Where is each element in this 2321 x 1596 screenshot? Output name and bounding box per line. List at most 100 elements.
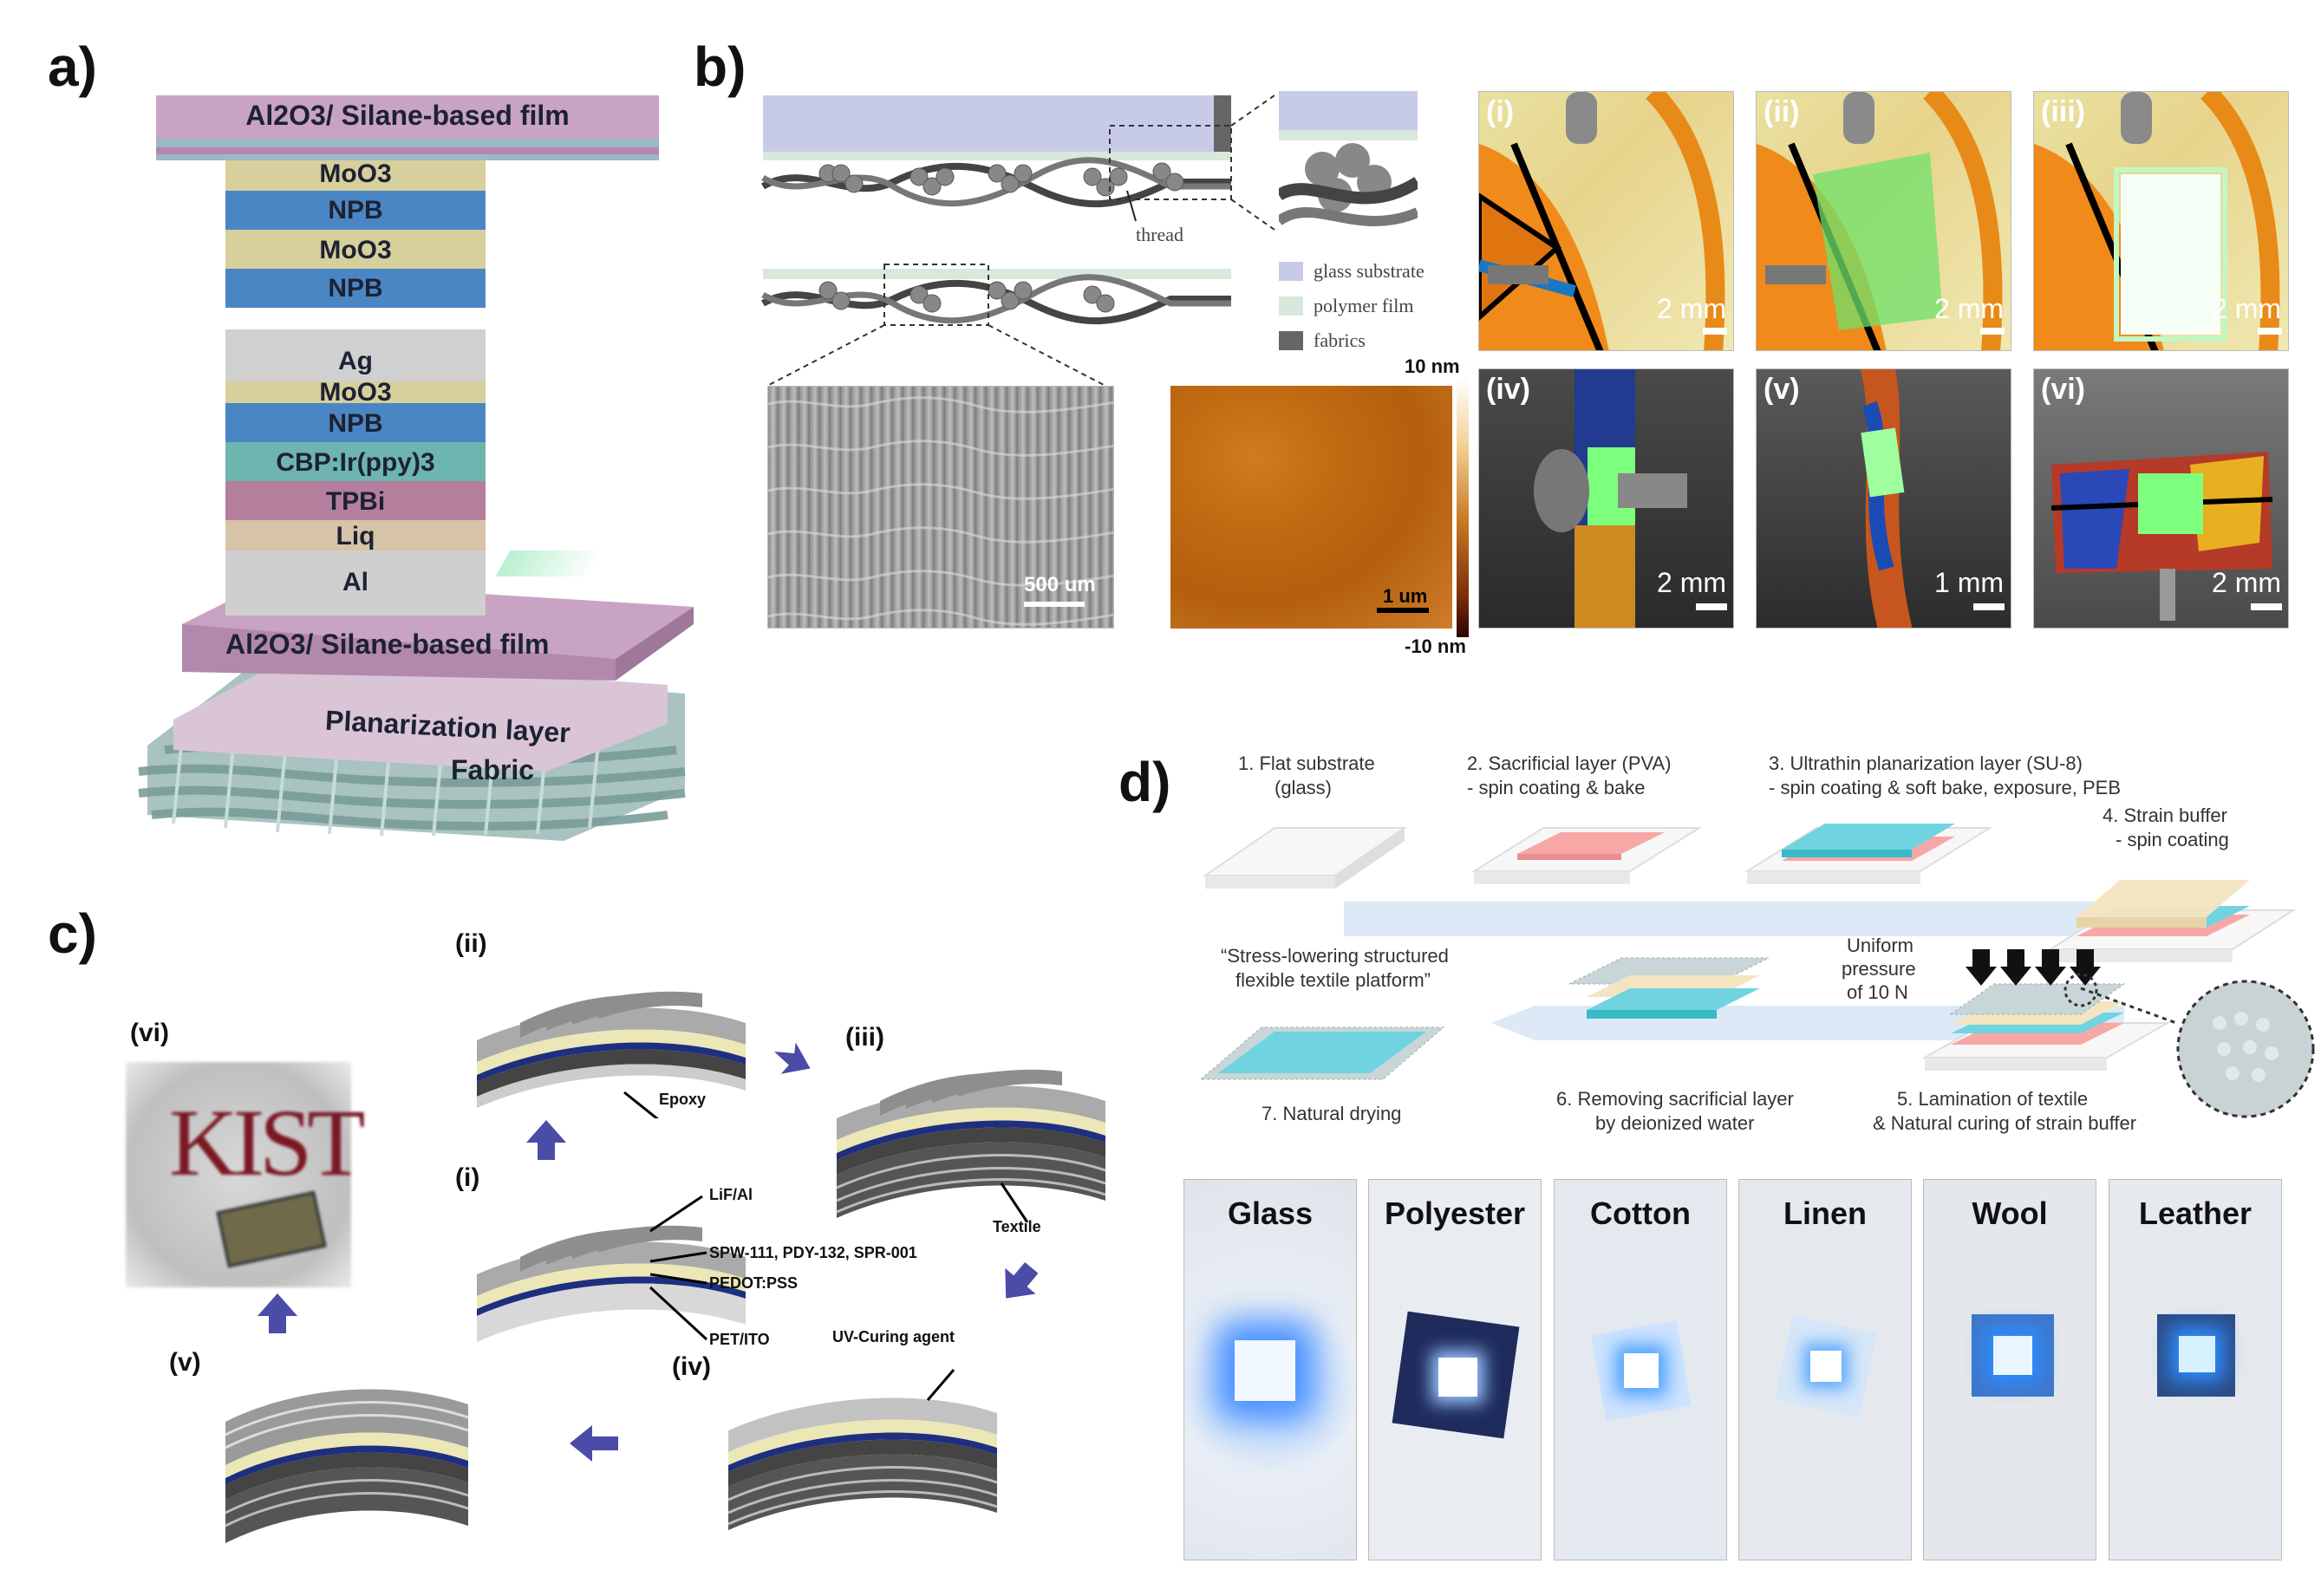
step1-sub: (glass)	[1275, 777, 1333, 798]
photo-ii-tag: (ii)	[1764, 95, 1800, 128]
photo-i-scale: 2 mm	[1657, 293, 1726, 324]
material-label-wool: Wool	[1972, 1195, 2048, 1231]
device-stack-iii	[836, 1069, 1106, 1222]
material-photo-cotton: Cotton	[1554, 1179, 1727, 1560]
layer-npb-1: NPB	[328, 196, 383, 225]
plate-step6	[1568, 957, 1770, 1019]
step-iv-tag: (iv)	[672, 1352, 711, 1381]
step5-title: 5. Lamination of textile	[1897, 1088, 2089, 1110]
photo-i: (i) 2 mm	[1478, 91, 1734, 351]
thread-zoom-inset	[1279, 91, 1418, 226]
zoom-lines	[766, 94, 1275, 387]
material-photo-linen: Linen	[1738, 1179, 1912, 1560]
step2-title: 2. Sacrificial layer (PVA)	[1467, 752, 1672, 774]
panel-c-label: c)	[48, 902, 97, 965]
step3-title: 3. Ultrathin planarization layer (SU-8)	[1769, 752, 2083, 774]
layer-tpbi: TPBi	[325, 487, 386, 516]
callout-pedot: PEDOT:PSS	[709, 1274, 799, 1292]
photo-iii-scalebar	[2258, 328, 2282, 335]
afm-scale-label: 1 um	[1383, 585, 1428, 607]
photo-ii: (ii) 2 mm	[1756, 91, 2011, 351]
material-label-linen: Linen	[1783, 1195, 1867, 1231]
device-stack-ii	[477, 991, 746, 1118]
callout-lines-i	[649, 1195, 708, 1341]
kist-logo-text: KIST	[169, 1090, 365, 1195]
photo-vi-tag: (vi)	[2041, 373, 2085, 406]
photo-ii-scalebar	[1980, 328, 2005, 335]
layer-fabric: Fabric	[451, 754, 535, 785]
photo-v: (v) 1 mm	[1756, 368, 2011, 629]
plate-step5	[1921, 983, 2171, 1071]
pressure-line2: pressure	[1842, 958, 1916, 980]
pressure-line3: of 10 N	[1847, 981, 1908, 1003]
plate-step3	[1744, 824, 1993, 884]
photo-iii-scale: 2 mm	[2212, 293, 2281, 324]
photo-iv-tag: (iv)	[1486, 373, 1530, 406]
zoom-circle	[2063, 973, 2315, 1118]
led-glass	[1235, 1340, 1295, 1401]
arrow-down-iv	[1005, 1261, 1039, 1299]
afm-colorbar	[1457, 377, 1469, 637]
layer-moo3-2: MoO3	[319, 236, 392, 264]
arrow-right-iii	[773, 1042, 811, 1074]
legend-label-glass: glass substrate	[1314, 260, 1425, 282]
kist-device	[216, 1190, 327, 1268]
legend-label-fabrics: fabrics	[1314, 329, 1366, 351]
layer-bottom-barrier: Al2O3/ Silane-based film	[225, 629, 550, 660]
photo-v-scale: 1 mm	[1934, 567, 2004, 598]
device-stack-v	[225, 1389, 469, 1543]
step3-sub: - spin coating & soft bake, exposure, PE…	[1769, 777, 2122, 798]
plate-step4	[2047, 880, 2297, 962]
photo-iv-scalebar	[1696, 603, 1727, 610]
photo-i-tag: (i)	[1486, 95, 1515, 128]
platform-quote-line1: “Stress-lowering structured	[1221, 945, 1449, 967]
layer-moo3-1: MoO3	[319, 160, 392, 188]
step7-title: 7. Natural drying	[1262, 1103, 1402, 1124]
step4-sub: - spin coating	[2116, 829, 2229, 850]
step-i-tag: (i)	[455, 1163, 480, 1192]
photo-iv-scale: 2 mm	[1657, 567, 1726, 598]
callout-spw: SPW-111, PDY-132, SPR-001	[709, 1244, 917, 1261]
photo-iii: (iii) 2 mm	[2033, 91, 2289, 351]
legend-label-polymer: polymer film	[1314, 295, 1414, 316]
layer-al: Al	[342, 568, 368, 596]
layer-ag: Ag	[338, 347, 373, 375]
layer-npb-2: NPB	[328, 274, 383, 303]
fabric-glass-schematic	[760, 95, 1232, 326]
arrow-left-v	[570, 1425, 618, 1462]
step-ii-tag: (ii)	[455, 929, 487, 958]
layer-cbp: CBP:Ir(ppy)3	[276, 448, 435, 477]
material-photo-leather: Leather	[2109, 1179, 2282, 1560]
panel-a-label: a)	[48, 36, 97, 98]
material-label-glass: Glass	[1227, 1195, 1314, 1231]
photo-vi-scalebar	[2251, 603, 2282, 610]
layer-npb-3: NPB	[328, 409, 383, 438]
photo-iii-tag: (iii)	[2041, 95, 2085, 128]
photo-iv: (iv) 2 mm	[1478, 368, 1734, 629]
callout-textile: Textile	[993, 1218, 1041, 1235]
step-v-tag: (v)	[169, 1348, 201, 1377]
afm-scale-bar	[1377, 608, 1429, 613]
stack-column: MoO3 NPB MoO3 NPB Ag MoO3 NPB CBP:Ir(ppy…	[225, 156, 486, 616]
legend-swatch-polymer	[1279, 296, 1303, 316]
thread-label: thread	[1136, 224, 1183, 245]
photo-vi: (vi) 2 mm	[2033, 368, 2289, 629]
afm-image: 1 um	[1170, 386, 1452, 629]
device-stack-iv	[727, 1369, 998, 1530]
material-label-cotton: Cotton	[1590, 1195, 1691, 1231]
photo-vi-scale: 2 mm	[2212, 567, 2281, 598]
platform-quote-line2: flexible textile platform”	[1235, 969, 1431, 991]
plate-step1	[1202, 827, 1408, 889]
callout-uv: UV-Curing agent	[832, 1328, 955, 1345]
legend-swatch-fabrics	[1279, 331, 1303, 350]
arrow-up-ii	[526, 1120, 566, 1160]
afm-min-label: -10 nm	[1405, 635, 1466, 657]
oled-stack-diagram: MoO3 NPB MoO3 NPB Ag MoO3 NPB CBP:Ir(ppy…	[113, 78, 702, 841]
pressure-arrows	[1966, 949, 2101, 986]
photo-i-scalebar	[1703, 328, 1727, 335]
callout-lif: LiF/Al	[709, 1186, 753, 1203]
arrow-up-vi	[258, 1293, 297, 1333]
emission-pad	[495, 550, 606, 577]
sem-image: 500 um	[767, 386, 1114, 629]
step-iii-tag: (iii)	[845, 1023, 884, 1052]
